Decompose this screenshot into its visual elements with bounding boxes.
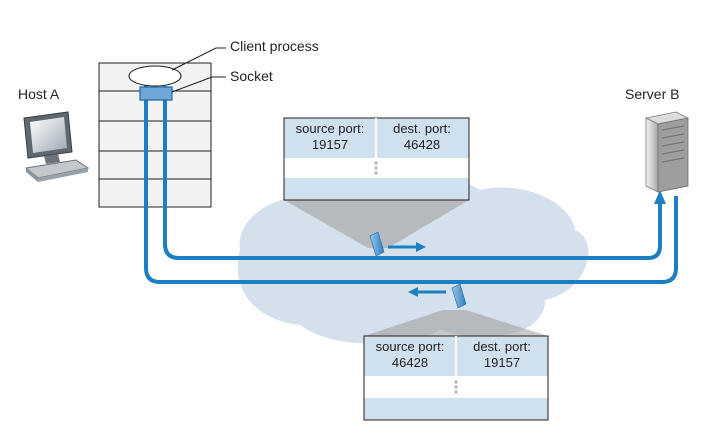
computer-icon (23, 111, 90, 182)
segment-top-source-port-label: source port: (296, 121, 365, 136)
server-icon (644, 111, 690, 193)
arrowhead-up-server (654, 190, 666, 204)
host-a-protocol-stack (98, 62, 212, 208)
client-process-label: Client process (230, 38, 319, 54)
connection-path (144, 82, 678, 284)
segment-bottom: source port: 46428 dest. port: 19157 (363, 310, 549, 421)
segment-top-dest-port-label: dest. port: (393, 121, 451, 136)
socket-box (139, 86, 173, 101)
segment-top-dest-port-value: 46428 (404, 137, 440, 152)
client-process-leader (171, 47, 226, 71)
segment-bottom-source-port-value: 46428 (392, 355, 428, 370)
segment-bottom-dest-port-value: 19157 (484, 355, 520, 370)
segment-bottom-dest-port-label: dest. port: (473, 339, 531, 354)
segment-top: source port: 19157 dest. port: 46428 (283, 117, 470, 248)
host-a-label: Host A (18, 86, 60, 102)
segment-bottom-source-port-label: source port: (376, 339, 445, 354)
packet-to-client (408, 283, 467, 309)
segment-top-source-port-value: 19157 (312, 137, 348, 152)
client-process-ellipse (128, 65, 182, 87)
server-b-label: Server B (625, 86, 679, 102)
socket-leader (171, 76, 226, 93)
packet-to-server (369, 231, 426, 257)
socket-label: Socket (230, 68, 273, 84)
